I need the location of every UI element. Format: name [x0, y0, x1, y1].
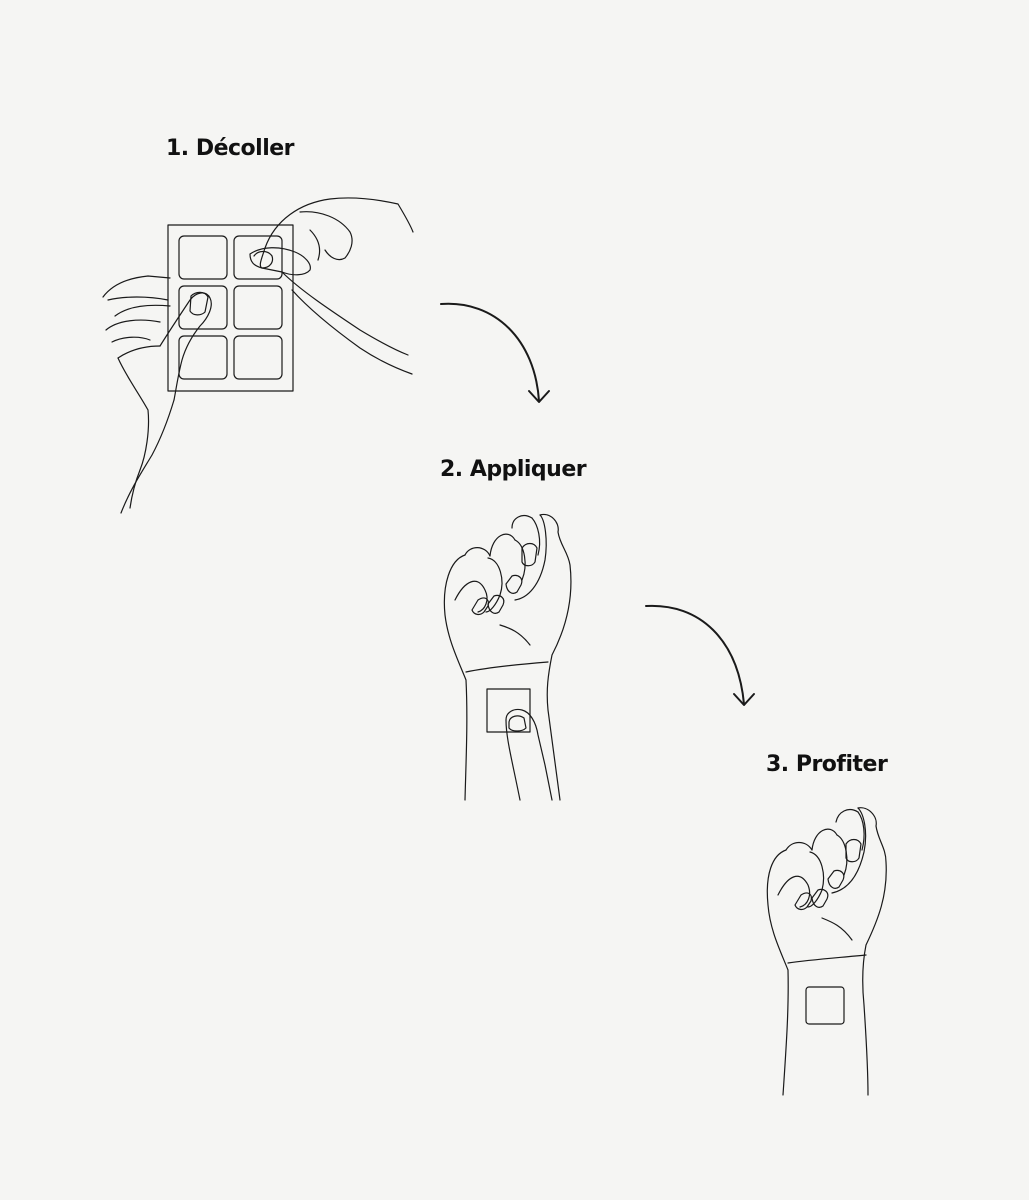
step-3-title: 3. Profiter	[766, 752, 888, 777]
right-hand	[249, 197, 414, 375]
applying-finger	[505, 708, 553, 801]
applied-patch	[486, 688, 531, 733]
hands-peeling-patch-sheet-icon	[102, 197, 414, 514]
patch-sheet	[167, 224, 294, 392]
hand-applying-patch-to-wrist-icon	[443, 513, 572, 801]
left-hand	[102, 275, 212, 514]
step-2-title: 2. Appliquer	[440, 457, 587, 482]
curved-arrow-down-icon	[645, 604, 755, 706]
step-1-title: 1. Décoller	[166, 136, 295, 161]
curved-arrow-down-icon	[440, 302, 550, 403]
fist	[443, 513, 572, 801]
fist-with-patch-on-wrist-icon	[766, 807, 887, 1096]
